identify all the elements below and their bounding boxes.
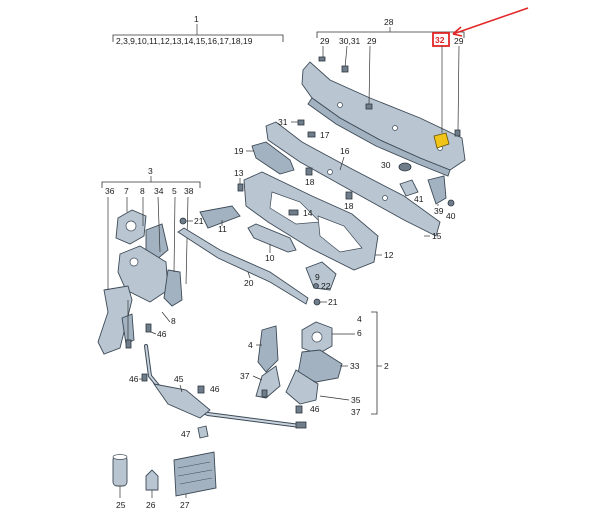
- callout-30: 30: [381, 160, 391, 170]
- callout-46-a: 46: [157, 329, 167, 339]
- group-label-28: 28: [384, 17, 394, 27]
- callout-37-a: 37: [351, 407, 361, 417]
- callout-21-b: 21: [328, 297, 338, 307]
- callout-5: 5: [172, 186, 177, 196]
- fastener-31: [297, 119, 305, 126]
- group-label-3: 3: [148, 166, 153, 176]
- callout-18-b: 18: [344, 201, 354, 211]
- callout-22: 22: [321, 281, 331, 291]
- part-27-pad: [173, 451, 217, 497]
- callout-20: 20: [244, 278, 254, 288]
- callout-47: 47: [181, 429, 191, 439]
- callout-27: 27: [180, 500, 190, 510]
- part-brace-20: [177, 205, 309, 305]
- callout-6: 6: [357, 328, 362, 338]
- callout-13: 13: [234, 168, 244, 178]
- callout-34: 34: [154, 186, 164, 196]
- part-lower-rod-45: [144, 344, 307, 429]
- group-label-1: 1: [194, 14, 199, 24]
- fastener-under-36: [125, 339, 132, 349]
- callout-36: 36: [105, 186, 115, 196]
- part-41: [399, 179, 419, 197]
- callout-29-b: 29: [367, 36, 377, 46]
- callout-46-c: 46: [210, 384, 220, 394]
- part-9: [305, 261, 337, 291]
- callout-29-a: 29: [320, 36, 330, 46]
- callout-12: 12: [384, 250, 394, 260]
- part-26-plug: [145, 469, 159, 491]
- callout-41: 41: [414, 194, 424, 204]
- bolt-21-lower: [313, 298, 321, 306]
- callout-4-b: 4: [248, 340, 253, 350]
- callout-10: 10: [265, 253, 275, 263]
- callout-30-31: 30,31: [339, 36, 361, 46]
- group-28-bracket: [316, 27, 465, 38]
- part-bracket-19: [251, 141, 295, 175]
- callout-19: 19: [234, 146, 244, 156]
- grommet-30: [398, 162, 412, 172]
- part-right-strut-tower: [255, 321, 343, 405]
- callout-46-d: 46: [310, 404, 320, 414]
- bolt-14: [288, 209, 299, 216]
- part-39: [427, 175, 447, 205]
- fastener-17: [307, 131, 316, 138]
- bolt-22: [313, 283, 319, 289]
- callout-26: 26: [146, 500, 156, 510]
- callout-14: 14: [303, 208, 313, 218]
- callout-40: 40: [446, 211, 456, 221]
- part-32-bracket: [433, 132, 450, 149]
- callout-18-a: 18: [305, 177, 315, 187]
- bolt-21-upper: [179, 217, 187, 225]
- group-1-bracket: [112, 24, 284, 42]
- callout-45: 45: [174, 374, 184, 384]
- callout-17: 17: [320, 130, 330, 140]
- callout-37-b: 37: [240, 371, 250, 381]
- callout-4-a: 4: [357, 314, 362, 324]
- callout-33: 33: [350, 361, 360, 371]
- part-member-10: [247, 223, 297, 253]
- callout-15: 15: [432, 231, 442, 241]
- callout-25: 25: [116, 500, 126, 510]
- callout-46-b: 46: [129, 374, 139, 384]
- callout-21-a: 21: [194, 216, 204, 226]
- red-arrow-head: [452, 26, 463, 37]
- nut-40: [447, 199, 455, 207]
- red-arrow: [452, 7, 529, 35]
- callout-35: 35: [351, 395, 361, 405]
- callout-39: 39: [434, 206, 444, 216]
- part-bulkhead-12: [243, 171, 379, 271]
- clip-47: [197, 425, 209, 439]
- callout-9: 9: [315, 272, 320, 282]
- part-upper-rail-16: [265, 121, 441, 237]
- callout-31: 31: [278, 117, 288, 127]
- callout-7: 7: [124, 186, 129, 196]
- callout-38: 38: [184, 186, 194, 196]
- callout-29-c: 29: [454, 36, 464, 46]
- part-25-canister: [112, 454, 128, 487]
- callout-11: 11: [218, 224, 227, 234]
- callout-32: 32: [435, 35, 445, 45]
- part-left-strut-tower: [97, 209, 183, 355]
- callout-16: 16: [340, 146, 350, 156]
- fastener-13: [237, 183, 244, 192]
- part-crossmember: [301, 61, 466, 177]
- group-1-parts-list: 2,3,9,10,11,12,13,14,15,16,17,18,19: [116, 36, 253, 46]
- callout-2: 2: [384, 361, 389, 371]
- callout-8-a: 8: [140, 186, 145, 196]
- highlight-box-32: [432, 32, 450, 47]
- callout-8-b: 8: [171, 316, 176, 326]
- fasteners-29: [318, 45, 461, 137]
